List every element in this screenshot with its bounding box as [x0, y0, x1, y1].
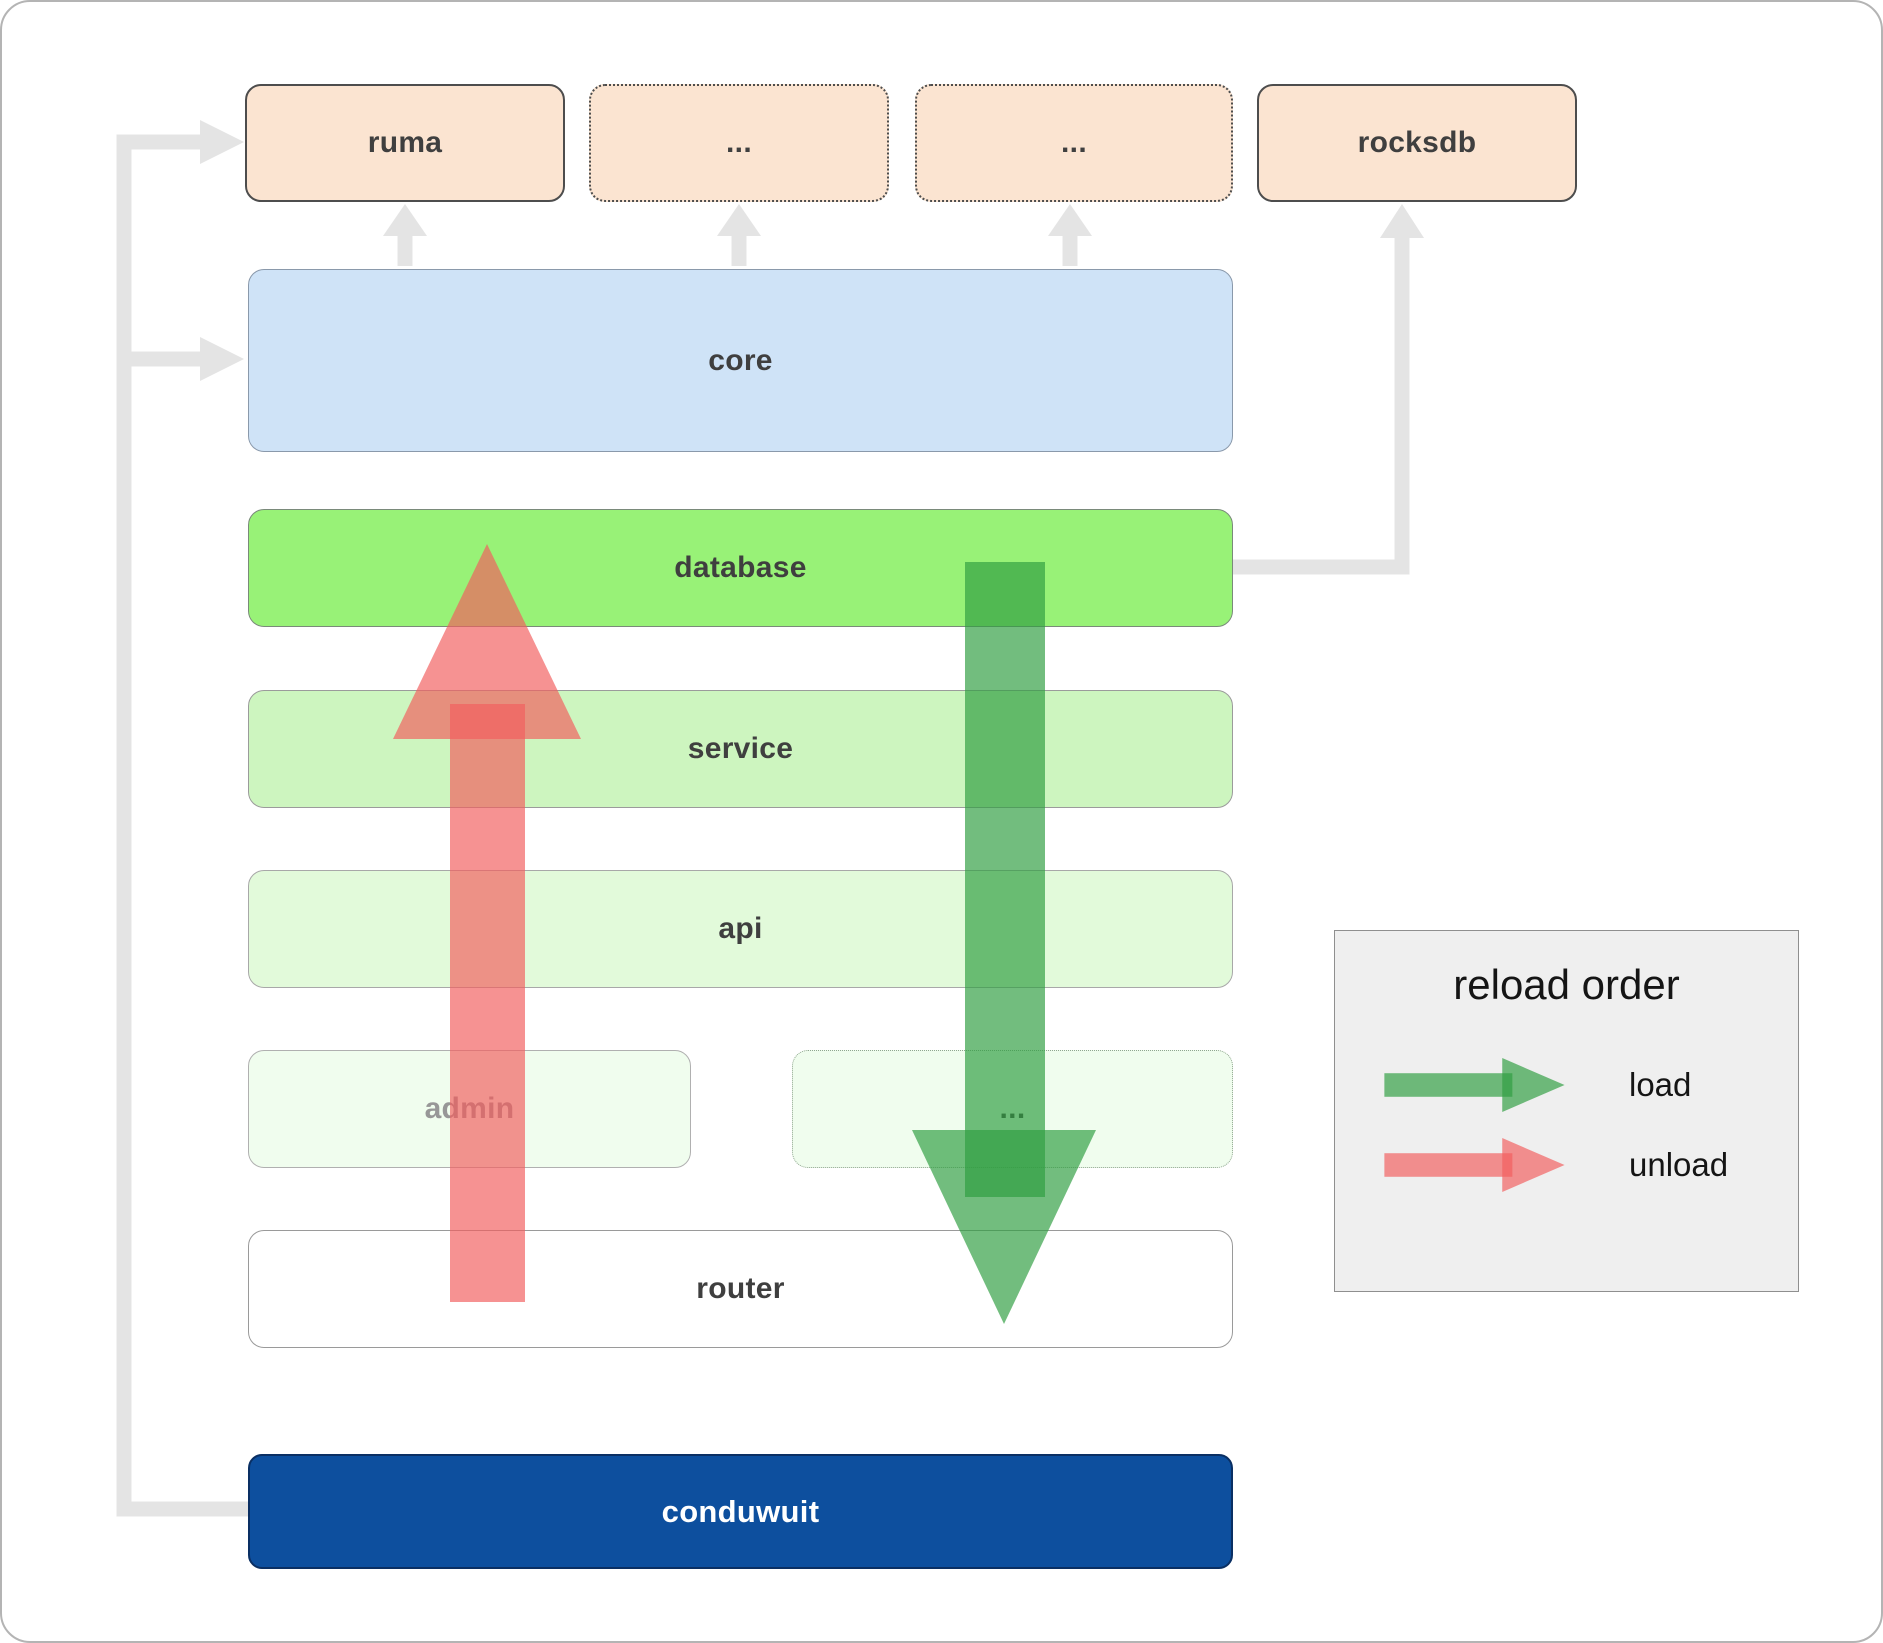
box-conduwuit: conduwuit: [248, 1454, 1233, 1569]
unload-arrow-icon: [1384, 1138, 1565, 1192]
legend-load-label: load: [1629, 1066, 1692, 1103]
box-database: database: [248, 509, 1233, 627]
connector-conduwuit-to-core: [124, 337, 244, 381]
legend-row-load: load: [1335, 1053, 1798, 1117]
box-router-label: router: [696, 1272, 785, 1305]
box-admin: admin: [248, 1050, 691, 1168]
box-ruma-label: ruma: [367, 126, 443, 159]
box-ruma: ruma: [245, 84, 565, 202]
box-service-label: service: [687, 732, 794, 765]
box-ellipsis-top-right: ...: [915, 84, 1233, 202]
box-api: api: [248, 870, 1233, 988]
connector-core-to-ruma: [383, 204, 427, 266]
legend: reload order load unload: [1334, 930, 1799, 1292]
connector-database-to-rocksdb: [1233, 204, 1424, 575]
box-service: service: [248, 690, 1233, 808]
box-admin-label: admin: [424, 1092, 515, 1125]
box-router: router: [248, 1230, 1233, 1348]
load-arrow-icon: [1384, 1058, 1565, 1112]
box-ellipsis-modules-label: ...: [999, 1092, 1026, 1125]
box-core-label: core: [708, 343, 773, 377]
box-api-label: api: [718, 912, 763, 945]
connector-conduwuit-to-ruma: [116, 120, 248, 1517]
connector-core-to-ellipsis-right: [1048, 204, 1092, 266]
box-database-label: database: [674, 551, 807, 584]
box-ellipsis-modules: ...: [792, 1050, 1233, 1168]
legend-row-unload: unload: [1335, 1133, 1798, 1197]
box-ellipsis-top-left-label: ...: [726, 126, 752, 159]
box-ellipsis-top-right-label: ...: [1061, 126, 1087, 159]
legend-unload-label: unload: [1629, 1146, 1729, 1183]
box-rocksdb-label: rocksdb: [1357, 126, 1477, 159]
box-core: core: [248, 269, 1233, 452]
box-rocksdb: rocksdb: [1257, 84, 1577, 202]
connector-core-to-ellipsis-left: [717, 204, 761, 266]
box-conduwuit-label: conduwuit: [661, 1493, 820, 1529]
legend-title: reload order: [1453, 961, 1680, 1008]
box-ellipsis-top-left: ...: [589, 84, 889, 202]
